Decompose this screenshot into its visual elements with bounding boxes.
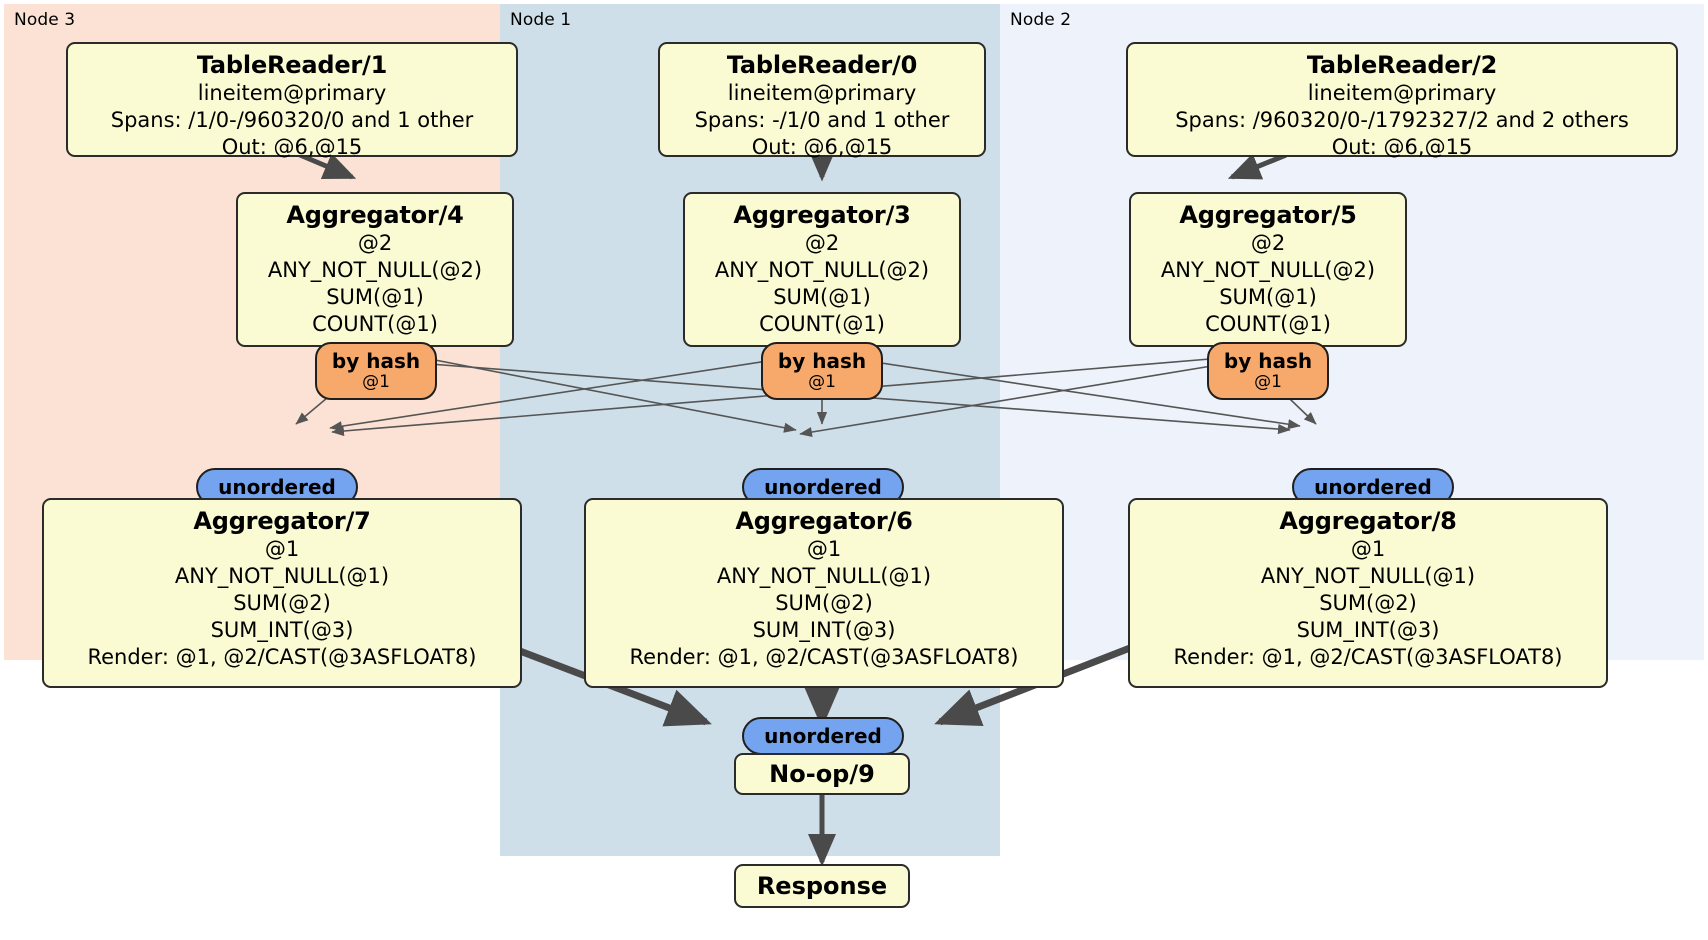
plan-node-detail: Spans: -/1/0 and 1 other xyxy=(694,108,950,132)
sync-pill-unordered-final[interactable]: unordered xyxy=(742,717,904,755)
plan-node-title: TableReader/2 xyxy=(1306,51,1498,79)
plan-node-detail: SUM(@1) xyxy=(1219,285,1317,309)
plan-node-detail: SUM_INT(@3) xyxy=(1296,618,1440,642)
plan-node-title: Aggregator/6 xyxy=(735,507,913,535)
plan-node-aggregator-4[interactable]: Aggregator/4 @2 ANY_NOT_NULL(@2) SUM(@1)… xyxy=(236,192,514,347)
plan-node-detail: SUM(@1) xyxy=(326,285,424,309)
plan-node-tablereader-center[interactable]: TableReader/0 lineitem@primary Spans: -/… xyxy=(658,42,986,159)
router-pill-label: by hash xyxy=(1223,349,1313,373)
plan-node-detail: @1 xyxy=(264,537,300,561)
plan-node-detail: ANY_NOT_NULL(@1) xyxy=(174,564,390,588)
plan-node-detail: SUM_INT(@3) xyxy=(210,618,354,642)
plan-node-title: Aggregator/5 xyxy=(1179,201,1357,229)
plan-node-detail: ANY_NOT_NULL(@1) xyxy=(716,564,932,588)
node-panel-label: Node 2 xyxy=(1010,10,1072,30)
plan-node-detail: @1 xyxy=(1350,537,1386,561)
plan-node-aggregator-3[interactable]: Aggregator/3 @2 ANY_NOT_NULL(@2) SUM(@1)… xyxy=(683,192,961,347)
plan-node-detail: Out: @6,@15 xyxy=(1331,135,1473,159)
plan-node-tablereader-right[interactable]: TableReader/2 lineitem@primary Spans: /9… xyxy=(1126,42,1678,159)
plan-node-detail: @2 xyxy=(1250,231,1286,255)
router-pill-label: by hash xyxy=(777,349,867,373)
plan-node-detail: SUM(@2) xyxy=(233,591,331,615)
plan-node-aggregator-8[interactable]: Aggregator/8 @1 ANY_NOT_NULL(@1) SUM(@2)… xyxy=(1128,498,1608,688)
plan-node-detail: SUM(@2) xyxy=(775,591,873,615)
plan-node-detail: Out: @6,@15 xyxy=(221,135,363,159)
plan-node-detail: lineitem@primary xyxy=(1307,81,1497,105)
plan-node-title: Aggregator/7 xyxy=(193,507,371,535)
plan-node-aggregator-5[interactable]: Aggregator/5 @2 ANY_NOT_NULL(@2) SUM(@1)… xyxy=(1129,192,1407,347)
plan-node-detail: ANY_NOT_NULL(@2) xyxy=(1160,258,1376,282)
plan-node-detail: lineitem@primary xyxy=(197,81,387,105)
router-pill-column: @1 xyxy=(808,372,836,392)
plan-node-detail: ANY_NOT_NULL(@2) xyxy=(267,258,483,282)
plan-node-detail: ANY_NOT_NULL(@1) xyxy=(1260,564,1476,588)
plan-node-title: TableReader/0 xyxy=(726,51,918,79)
plan-node-aggregator-7[interactable]: Aggregator/7 @1 ANY_NOT_NULL(@1) SUM(@2)… xyxy=(42,498,522,688)
plan-node-noop[interactable]: No-op/9 xyxy=(734,753,910,795)
plan-node-detail: @2 xyxy=(357,231,393,255)
plan-node-detail: COUNT(@1) xyxy=(759,312,885,336)
plan-node-detail: Render: @1, @2/CAST(@3ASFLOAT8) xyxy=(1173,645,1563,669)
plan-node-detail: Render: @1, @2/CAST(@3ASFLOAT8) xyxy=(629,645,1019,669)
plan-node-title: Aggregator/4 xyxy=(286,201,464,229)
plan-node-detail: ANY_NOT_NULL(@2) xyxy=(714,258,930,282)
plan-node-detail: @1 xyxy=(806,537,842,561)
plan-node-detail: SUM(@2) xyxy=(1319,591,1417,615)
plan-node-detail: lineitem@primary xyxy=(727,81,917,105)
node-panel-label: Node 1 xyxy=(510,10,572,30)
plan-node-tablereader-left[interactable]: TableReader/1 lineitem@primary Spans: /1… xyxy=(66,42,518,159)
plan-node-detail: Spans: /960320/0-/1792327/2 and 2 others xyxy=(1175,108,1629,132)
router-pill-by-hash-left[interactable]: by hash @1 xyxy=(315,342,437,400)
router-pill-column: @1 xyxy=(1254,372,1282,392)
plan-node-detail: SUM(@1) xyxy=(773,285,871,309)
node-panel-label: Node 3 xyxy=(14,10,76,30)
plan-node-detail: COUNT(@1) xyxy=(1205,312,1331,336)
plan-node-detail: Out: @6,@15 xyxy=(751,135,893,159)
router-pill-by-hash-right[interactable]: by hash @1 xyxy=(1207,342,1329,400)
plan-node-detail: @2 xyxy=(804,231,840,255)
plan-node-detail: Render: @1, @2/CAST(@3ASFLOAT8) xyxy=(87,645,477,669)
router-pill-by-hash-center[interactable]: by hash @1 xyxy=(761,342,883,400)
plan-node-aggregator-6[interactable]: Aggregator/6 @1 ANY_NOT_NULL(@1) SUM(@2)… xyxy=(584,498,1064,688)
plan-node-detail: Spans: /1/0-/960320/0 and 1 other xyxy=(110,108,474,132)
plan-node-detail: SUM_INT(@3) xyxy=(752,618,896,642)
plan-node-title: Aggregator/3 xyxy=(733,201,911,229)
router-pill-label: by hash xyxy=(331,349,421,373)
plan-node-detail: COUNT(@1) xyxy=(312,312,438,336)
plan-node-title: TableReader/1 xyxy=(196,51,388,79)
router-pill-column: @1 xyxy=(362,372,390,392)
plan-node-title: Aggregator/8 xyxy=(1279,507,1457,535)
plan-node-response[interactable]: Response xyxy=(734,864,910,908)
